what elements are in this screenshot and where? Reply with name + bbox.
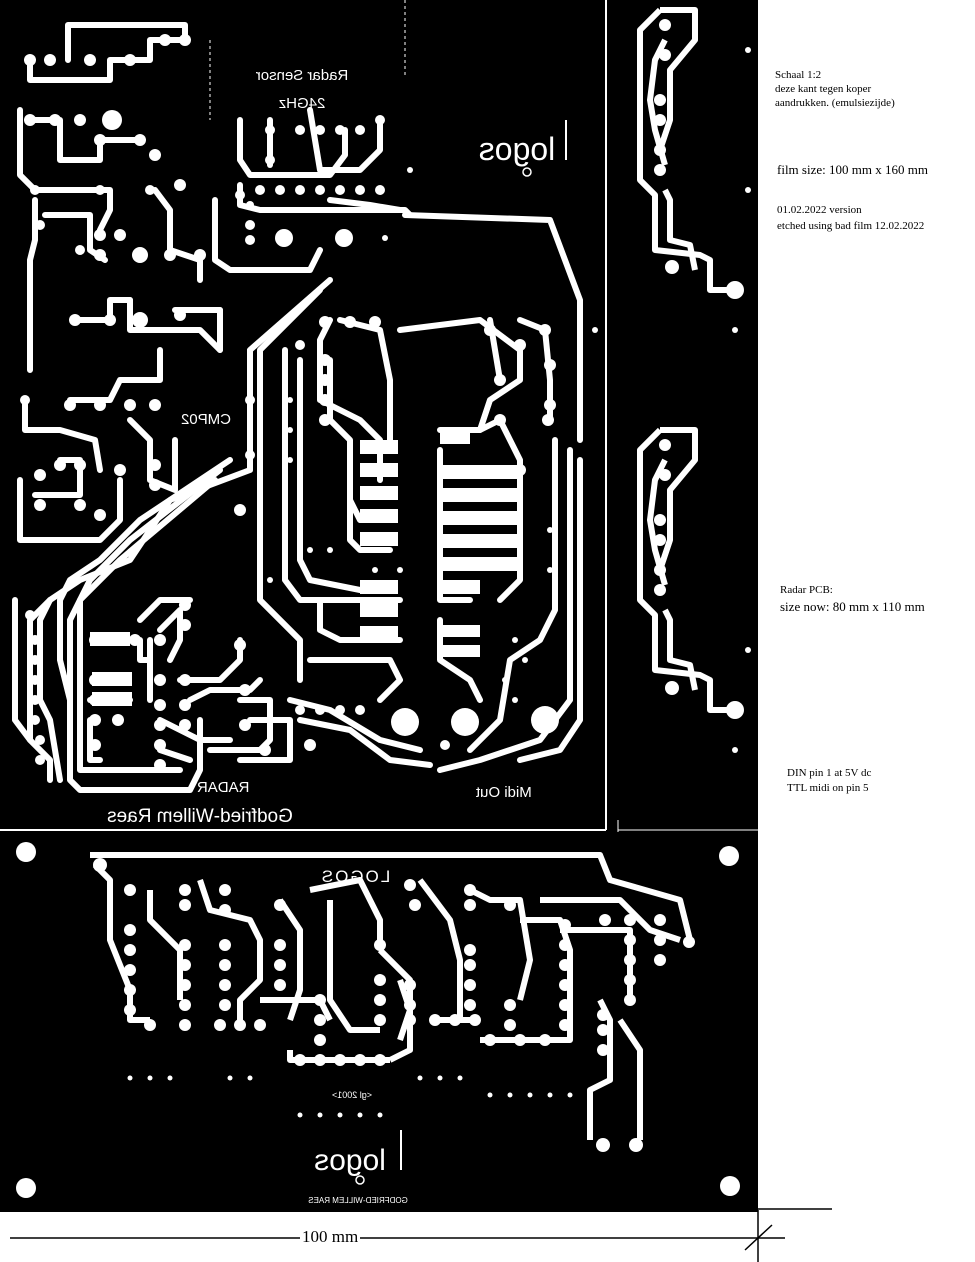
logic-copyright-label: <gl 2001> xyxy=(332,1090,372,1100)
strip-pads xyxy=(654,19,751,753)
svg-text:logos: logos xyxy=(314,1144,386,1177)
note-size-now: size now: 80 mm x 110 mm xyxy=(780,599,925,614)
strip-traces xyxy=(637,7,735,713)
radar-ic-pads xyxy=(90,430,520,706)
radar-author-label: Godfried-Willem Raes xyxy=(107,806,293,827)
svg-text:logos: logos xyxy=(479,131,556,167)
note-emulsion-line1: deze kant tegen koper xyxy=(775,83,872,95)
logic-board-traces xyxy=(90,852,693,1140)
radar-chip-label: CMP02 xyxy=(181,411,231,428)
radar-board-pads xyxy=(20,34,598,771)
logic-author-label: GODFRIED-WILLEM RAES xyxy=(308,1196,408,1205)
note-scale: Schaal 1:2 xyxy=(775,69,822,81)
logic-board-pads xyxy=(16,842,740,1198)
scale-bar-label: 100 mm xyxy=(300,1227,361,1247)
note-version: 01.02.2022 version xyxy=(777,204,862,216)
note-ttl-midi: TTL midi on pin 5 xyxy=(787,782,869,794)
logic-logos-label: LOGOS xyxy=(320,867,390,886)
logic-logos-logo: logos xyxy=(314,1130,402,1185)
scale-bar xyxy=(10,1208,832,1262)
radar-radar-label: RADAR xyxy=(197,779,250,796)
radar-midi-label: Midi Out xyxy=(475,784,532,801)
note-din-pin: DIN pin 1 at 5V dc xyxy=(787,767,872,779)
note-film-size: film size: 100 mm x 160 mm xyxy=(777,162,928,177)
note-etched: etched using bad film 12.02.2022 xyxy=(777,220,925,232)
radar-freq-label: 24GHz xyxy=(279,95,326,112)
note-emulsion-line2: aandrukken. (emulsiezijde) xyxy=(775,97,895,109)
radar-sensor-label: Radar Sensor xyxy=(256,67,349,84)
radar-logos-logo: logos xyxy=(479,120,567,177)
note-radar-pcb: Radar PCB: xyxy=(780,584,833,596)
